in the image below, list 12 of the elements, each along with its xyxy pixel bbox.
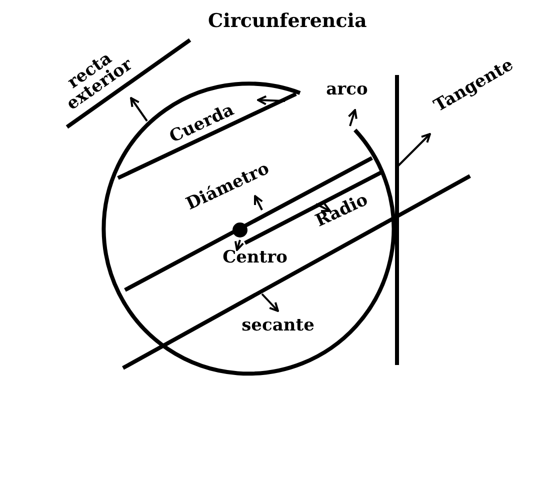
arrow	[397, 133, 431, 167]
arrow	[261, 293, 279, 312]
part-label: Centro	[222, 250, 288, 266]
diagram-title: Circunferencia	[208, 10, 367, 32]
arrow	[234, 240, 244, 251]
part-label: arco	[326, 82, 368, 98]
arrow	[130, 97, 148, 122]
arrow	[348, 109, 358, 126]
arrow	[316, 202, 331, 212]
arrow	[257, 95, 286, 106]
arrow	[254, 195, 264, 210]
part-label: secante	[242, 318, 314, 334]
